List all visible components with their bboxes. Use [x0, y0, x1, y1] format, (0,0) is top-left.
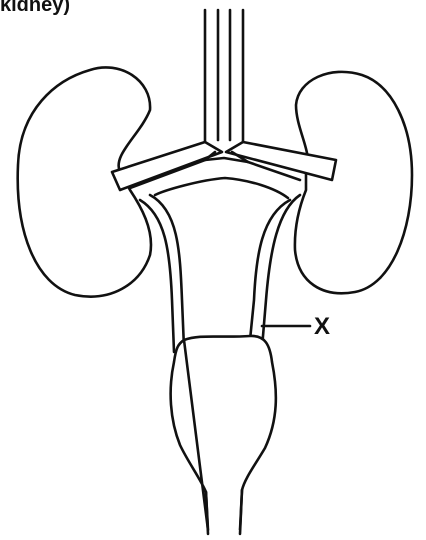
- urethra-left: [206, 492, 208, 534]
- right-kidney: [295, 72, 412, 293]
- left-ureter-inner: [150, 195, 184, 348]
- ureter-region-outline: [155, 178, 288, 198]
- urinary-bladder: [171, 336, 276, 530]
- left-renal-vessel: [112, 142, 222, 190]
- label-x: X: [314, 313, 330, 340]
